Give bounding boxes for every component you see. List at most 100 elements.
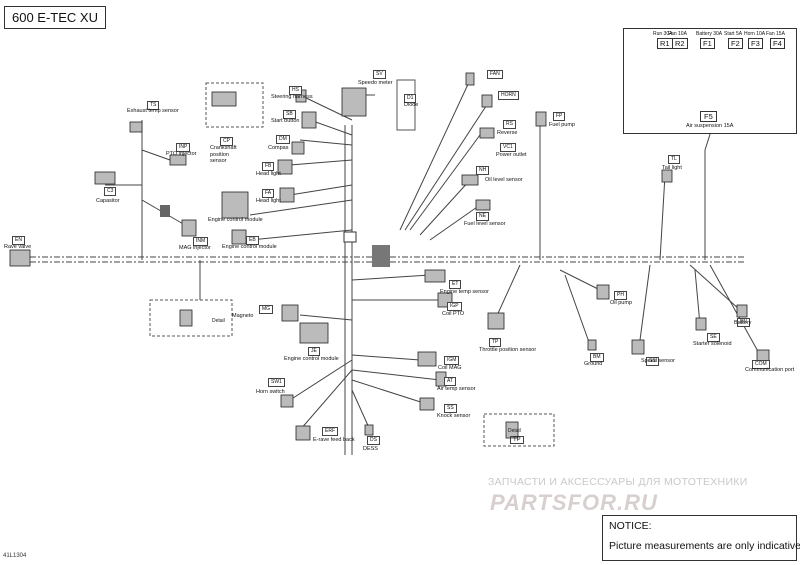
component-label: Knock sensor <box>437 413 471 419</box>
component-label: Steering harness <box>271 94 313 100</box>
component-label: Head light <box>256 198 281 204</box>
fuse-header: Fan 15A <box>766 31 785 37</box>
fuse-header: Fan 10A <box>668 31 687 37</box>
fuse-header: Start 5A <box>724 31 743 37</box>
component-code: TL <box>668 155 680 164</box>
component-label: Reverse <box>497 130 518 136</box>
component-label: Magneto <box>232 313 254 319</box>
component-label: Communication port <box>745 367 795 373</box>
watermark-tagline: ЗАПЧАСТИ И АКСЕССУАРЫ ДЛЯ МОТОТЕХНИКИ <box>488 476 748 488</box>
component-code: FB <box>262 162 275 171</box>
component-label: Fuel pump <box>549 122 575 128</box>
component-code: TS <box>147 101 160 110</box>
component-label: Capasitor <box>96 198 120 204</box>
component-code: INP <box>176 143 191 152</box>
component-code: MG <box>259 305 274 314</box>
watermark-logo: PARTSFOR.RU <box>490 490 658 515</box>
component-code: C3 <box>104 187 117 196</box>
document-code: 41L1304 <box>3 553 27 559</box>
component-label: Exhaust temp sensor <box>127 108 179 114</box>
component-label: PTO injector <box>166 151 197 157</box>
component-code: IGM <box>444 356 460 365</box>
fuse-code: F2 <box>728 38 743 49</box>
component-code: JE <box>308 347 320 356</box>
detail-label: Detail <box>508 428 521 434</box>
component-code: SS <box>646 357 659 366</box>
fuse-f5-label: Air suspension 15A <box>686 123 734 129</box>
component-code: DM <box>276 135 290 144</box>
fuse-code: F3 <box>748 38 763 49</box>
component-code: DS <box>367 436 380 445</box>
component-label: Rave valve <box>4 244 32 250</box>
component-label: DESS <box>363 446 378 452</box>
component-label: Engine control module <box>208 217 263 223</box>
component-label: E-rave feed back <box>313 437 355 443</box>
page-title: 600 E-TEC XU <box>4 6 106 29</box>
component-code: HS <box>289 86 302 95</box>
component-code: INM <box>193 237 209 246</box>
component-code: EB <box>246 236 259 245</box>
component-label: Engine control module <box>284 356 339 362</box>
component-label: Engine temp sensor <box>440 289 489 295</box>
component-label: Oil pump <box>610 300 633 306</box>
fuse-header: Horn 10A <box>744 31 766 37</box>
component-label: Tail light <box>662 165 682 171</box>
component-label: Engine control module <box>222 244 277 250</box>
component-code: BN <box>737 318 750 327</box>
component-label: Power outlet <box>496 152 527 158</box>
component-code: AT <box>444 377 457 386</box>
component-code: FAN <box>487 70 503 79</box>
component-code: CP <box>220 137 233 146</box>
component-label: Oil level sensor <box>485 177 523 183</box>
notice-box: NOTICE: Picture measurements are only in… <box>602 515 800 561</box>
component-code: NH <box>476 166 490 175</box>
component-label: Air temp sensor <box>437 386 476 392</box>
component-code: FP <box>553 112 566 121</box>
component-label: Starter solenoid <box>693 341 732 347</box>
component-label: Coil PTO <box>442 311 465 317</box>
component-code: ERF <box>322 427 338 436</box>
component-label: MAG injector <box>179 245 211 251</box>
component-code: VC1 <box>500 143 516 152</box>
component-code: ET <box>449 280 462 289</box>
component-label: Head light <box>256 171 281 177</box>
component-code: RS <box>503 120 516 129</box>
fuse-header: Battery 30A <box>696 31 723 37</box>
component-code: SW1 <box>268 378 285 387</box>
component-code: SS <box>444 404 457 413</box>
component-code: BM <box>590 353 604 362</box>
fuse-code: R2 <box>672 38 688 49</box>
component-code: SB <box>283 110 296 119</box>
component-code: TP <box>489 338 502 347</box>
detail-code: TP <box>510 436 524 444</box>
component-label: Ground <box>584 361 603 367</box>
component-code: D1 <box>404 94 417 103</box>
notice-title: NOTICE: <box>609 520 652 532</box>
detail-label: Detail <box>212 318 225 324</box>
component-label: Crankshaft position sensor <box>210 145 237 164</box>
component-code: FA <box>262 189 275 198</box>
component-label: Speed sensor <box>641 358 675 364</box>
component-code: SE <box>707 333 720 342</box>
component-code: NE <box>476 212 489 221</box>
component-code: EN <box>12 236 25 245</box>
component-label: Start button <box>271 118 300 124</box>
component-label: Battery <box>734 320 752 326</box>
component-label: Coil MAG <box>438 365 462 371</box>
fuse-code: F4 <box>770 38 785 49</box>
component-label: Diode <box>404 102 419 108</box>
component-label: Fuel level sensor <box>464 221 506 227</box>
fuse-code: F1 <box>700 38 715 49</box>
component-code: PH <box>614 291 627 300</box>
fuse-code: R1 <box>657 38 673 49</box>
component-code: HORN <box>498 91 519 100</box>
component-code: SV <box>373 70 386 79</box>
fuse-header: Run 30A <box>653 31 673 37</box>
fuse-f5-code: F5 <box>700 111 717 122</box>
component-label: Horn switch <box>256 389 285 395</box>
component-code: IGP <box>447 302 462 311</box>
notice-text: Picture measurements are only indicative… <box>609 540 800 552</box>
component-label: Speedo meter <box>358 80 393 86</box>
